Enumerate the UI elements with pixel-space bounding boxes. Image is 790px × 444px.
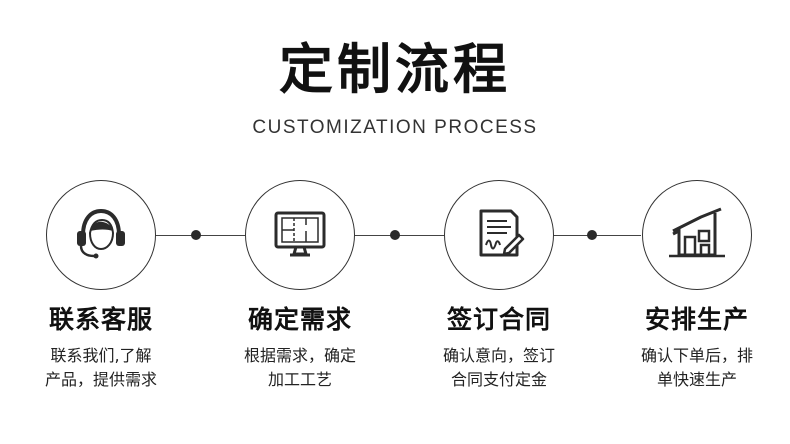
step-circle xyxy=(444,180,554,290)
step-desc-line: 确认下单后，排 xyxy=(640,346,753,365)
step-desc-line: 确认意向，签订 xyxy=(442,346,555,365)
step-title: 签订合同 xyxy=(446,305,551,334)
page-subtitle: CUSTOMIZATION PROCESS xyxy=(252,117,538,138)
process-step-production: 安排生产 确认下单后，排 单快速生产 xyxy=(612,180,782,392)
page-title: 定制流程 xyxy=(279,38,511,101)
step-desc-line: 产品，提供需求 xyxy=(44,370,157,389)
connector-dot-1 xyxy=(191,230,201,240)
monitor-icon xyxy=(268,201,332,269)
step-circle xyxy=(245,180,355,290)
contract-sign-icon xyxy=(467,201,531,269)
connector-dot-2 xyxy=(390,230,400,240)
connector-dot-3 xyxy=(587,230,597,240)
step-desc-line: 根据需求，确定 xyxy=(243,346,356,365)
process-step-confirm: 确定需求 根据需求，确定 加工工艺 xyxy=(215,180,385,392)
step-title: 联系客服 xyxy=(48,305,153,334)
headset-icon xyxy=(69,201,133,269)
step-circle xyxy=(642,180,752,290)
process-step-contact: 联系客服 联系我们,了解 产品，提供需求 xyxy=(16,180,186,392)
factory-icon xyxy=(665,201,729,269)
step-desc-line: 加工工艺 xyxy=(267,370,332,389)
step-description: 确认下单后，排 单快速生产 xyxy=(612,344,782,392)
step-description: 根据需求，确定 加工工艺 xyxy=(215,344,385,392)
step-title: 安排生产 xyxy=(644,305,749,334)
step-title: 确定需求 xyxy=(247,305,352,334)
step-description: 确认意向，签订 合同支付定金 xyxy=(414,344,584,392)
step-desc-line: 单快速生产 xyxy=(656,370,737,389)
step-description: 联系我们,了解 产品，提供需求 xyxy=(16,344,186,392)
step-circle xyxy=(46,180,156,290)
step-desc-line: 合同支付定金 xyxy=(450,370,547,389)
step-desc-line: 联系我们,了解 xyxy=(50,346,152,365)
process-step-contract: 签订合同 确认意向，签订 合同支付定金 xyxy=(414,180,584,392)
